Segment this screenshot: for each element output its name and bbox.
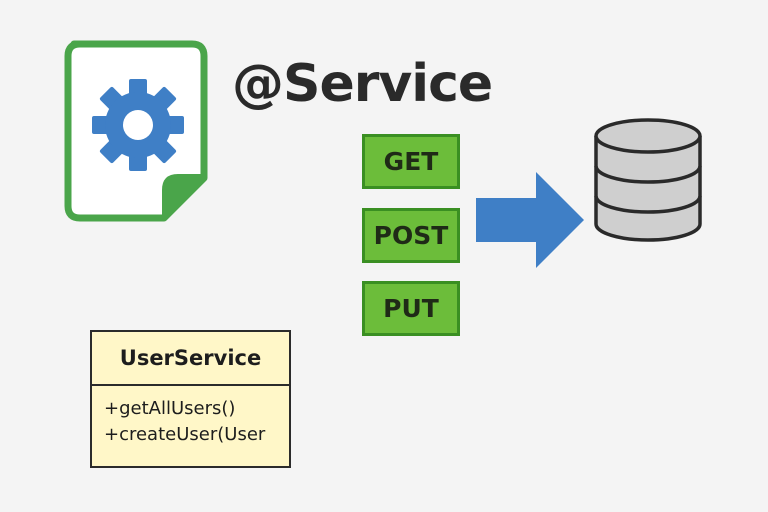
uml-methods-list: +getAllUsers() +createUser(User — [92, 386, 289, 448]
document-fold — [162, 174, 206, 220]
http-get-button[interactable]: GET — [362, 134, 460, 189]
gear-icon — [92, 79, 184, 171]
page-title: @Service — [232, 54, 493, 114]
gear-document-icon — [64, 40, 208, 222]
http-put-button[interactable]: PUT — [362, 281, 460, 336]
database-icon — [594, 118, 702, 242]
right-arrow-icon — [476, 172, 584, 268]
uml-class-name: UserService — [92, 332, 289, 386]
uml-method: +createUser(User — [104, 424, 266, 445]
uml-class-box: UserService +getAllUsers() +createUser(U… — [90, 330, 291, 468]
uml-method: +getAllUsers() — [104, 398, 236, 419]
http-post-button[interactable]: POST — [362, 208, 460, 263]
